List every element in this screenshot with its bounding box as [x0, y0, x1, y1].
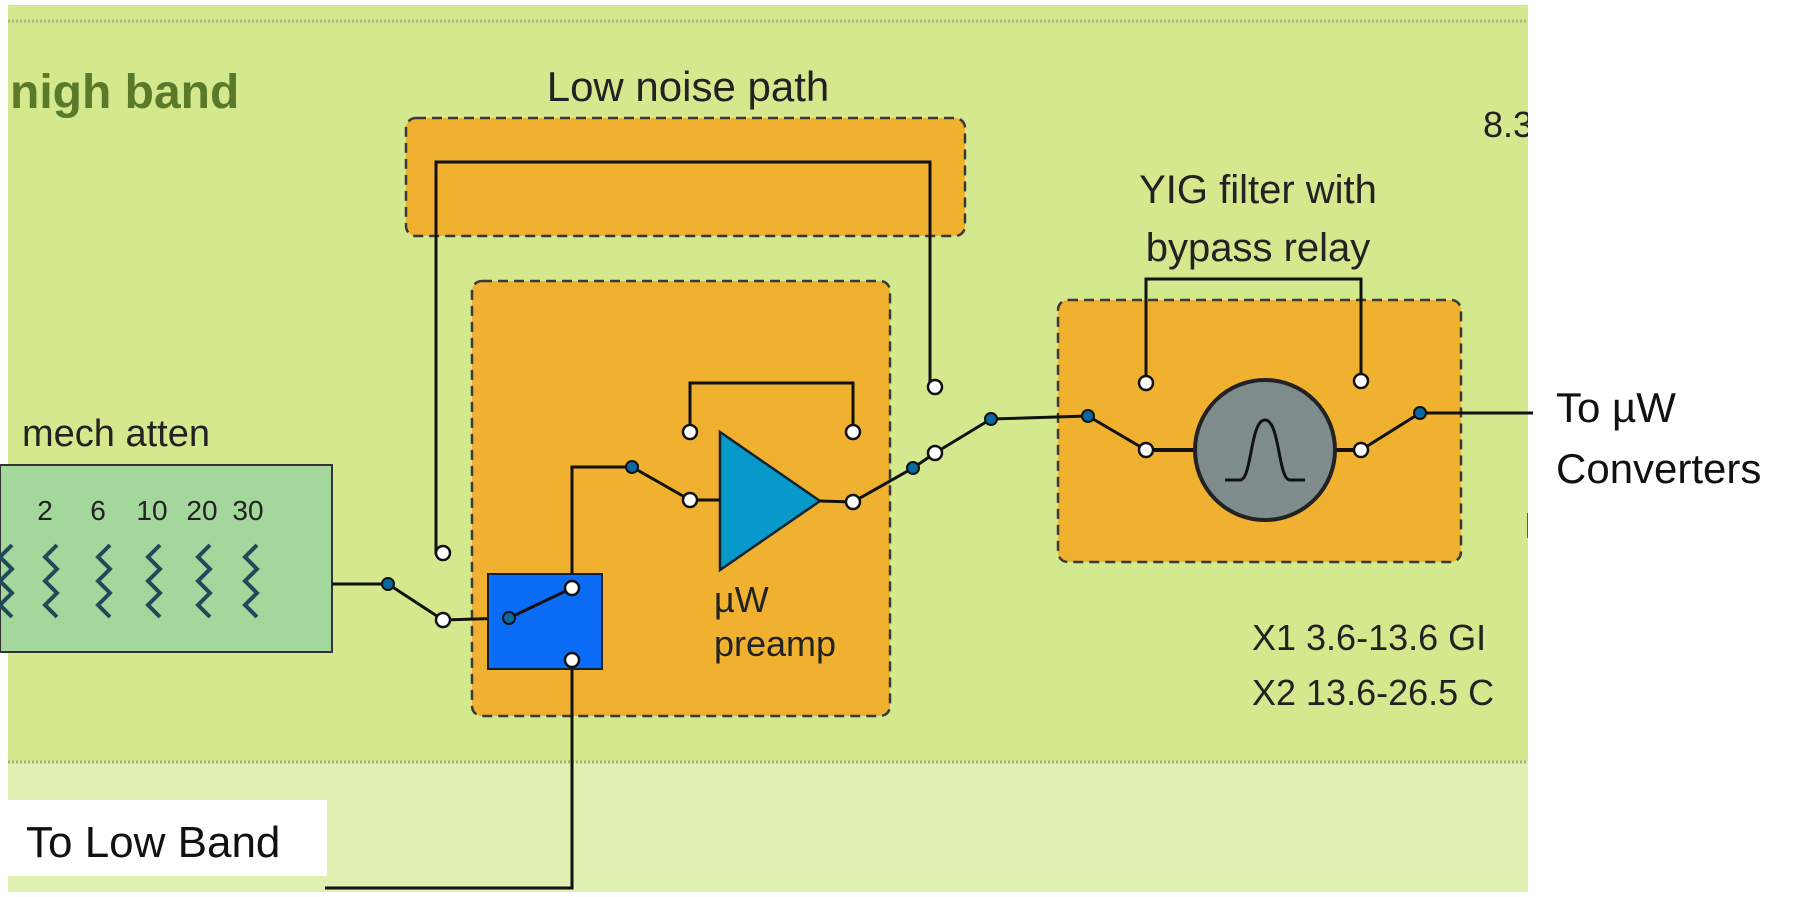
atten-step-2: 2 [37, 495, 53, 526]
atten-step-10: 10 [136, 495, 167, 526]
to-low-band-box [8, 800, 327, 876]
yig-filter-label-line1: YIG filter with [1139, 168, 1377, 212]
resistor-icon [242, 543, 260, 619]
to-low-band-label: To Low Band [26, 818, 280, 867]
to-uw-converters-line2: Converters [1556, 445, 1761, 492]
low-noise-path-label: Low noise path [547, 63, 830, 110]
atten-step-20: 20 [186, 495, 217, 526]
mech-atten-block [0, 464, 333, 653]
edge-mark: I [1524, 505, 1534, 546]
resistor-icon [42, 543, 60, 619]
mech-atten-label: mech atten [22, 413, 210, 455]
section-title: nigh band [10, 66, 239, 119]
attenuator-resistors [0, 543, 260, 619]
yig-filter-label-line2: bypass relay [1146, 226, 1371, 270]
resistor-icon [195, 543, 213, 619]
bandpass-curve-icon [1225, 418, 1305, 482]
frequency-label-partial: 8.3 [1483, 104, 1533, 145]
resistor-icon [145, 543, 163, 619]
atten-step-6: 6 [90, 495, 106, 526]
preamp-label-line1: µW [714, 579, 769, 620]
switch-pivots [381, 406, 1427, 625]
atten-step-30: 30 [232, 495, 263, 526]
x1-range-label: X1 3.6-13.6 GI [1252, 617, 1486, 658]
contacts-open [434, 372, 1370, 669]
bandpass-filter-icon [1193, 378, 1337, 522]
low-noise-path-block [404, 116, 967, 238]
switch-arm [508, 586, 573, 620]
preamp-label-line2: preamp [714, 623, 836, 664]
resistor-icon [95, 543, 113, 619]
to-uw-converters-line1: To µW [1556, 384, 1676, 431]
x2-range-label: X2 13.6-26.5 C [1252, 672, 1494, 713]
